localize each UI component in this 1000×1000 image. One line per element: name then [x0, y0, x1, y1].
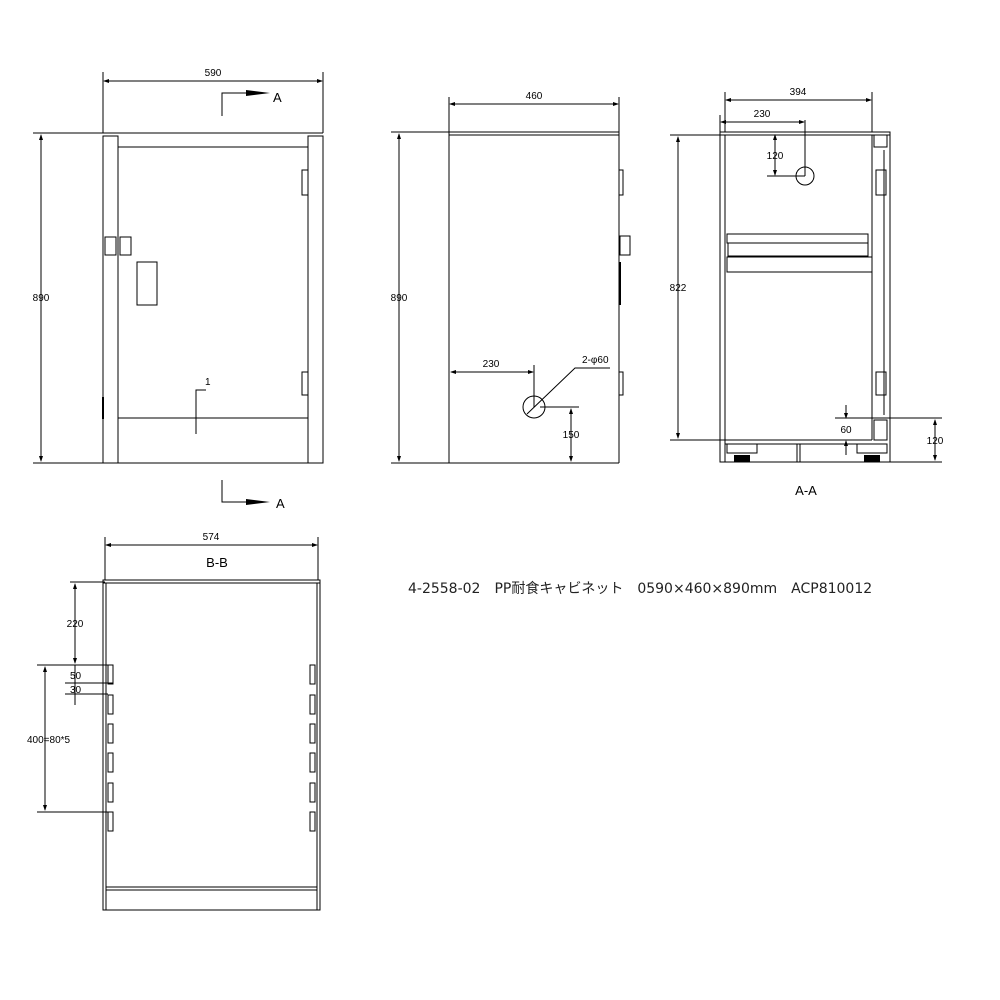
section-mark-bottom: A: [276, 496, 285, 511]
hole-top-text: 120: [767, 151, 784, 162]
shelf: [726, 233, 869, 244]
width-dim-text: 460: [526, 91, 543, 102]
inner-width-text: 394: [790, 87, 807, 98]
inner-height-text: 822: [670, 283, 687, 294]
width-dim-text: 590: [205, 68, 222, 79]
shelf-slot: [309, 811, 316, 832]
product-caption: 4-2558-02 PP耐食キャビネット 0590×460×890mm ACP8…: [408, 581, 873, 597]
shelf-slot: [309, 664, 316, 685]
slot-dim-text: 50: [70, 671, 82, 682]
section-title: A-A: [795, 483, 817, 498]
pitch-dim-text: 400=80*5: [27, 735, 71, 746]
right-post: [307, 135, 324, 464]
shelf-slot: [309, 723, 316, 744]
gap-dim-text: 30: [70, 685, 82, 696]
hole-label: 2-φ60: [582, 355, 609, 366]
shelf-slot: [107, 782, 114, 803]
shelf-slot: [107, 694, 114, 715]
height-dim-text: 890: [33, 293, 50, 304]
shelf-slots: [107, 664, 316, 832]
top-dim-text: 220: [67, 619, 84, 630]
hole-offset-text: 230: [754, 109, 771, 120]
shelf-slot: [107, 752, 114, 773]
section-title: B-B: [206, 555, 228, 570]
gap-dim-text: 1: [205, 377, 211, 388]
base-dim-text: 60: [840, 425, 852, 436]
section-a-a: 394 230 120 822 60 120 A-A: [670, 87, 944, 498]
hole-offset-text: 230: [483, 359, 500, 370]
height-dim-text: 890: [391, 293, 408, 304]
hole-height-text: 150: [563, 430, 580, 441]
width-dim-text: 574: [203, 532, 220, 543]
label-plate: [136, 261, 158, 306]
hinge: [301, 371, 309, 396]
section-mark-top: A: [273, 90, 282, 105]
hinge: [301, 169, 309, 196]
shelf-slot: [107, 723, 114, 744]
left-post: [102, 135, 119, 464]
shelf-slot: [107, 811, 114, 832]
shelf-slot: [309, 782, 316, 803]
section-b-b: 574 B-B 220 50 30 400=80*5: [27, 532, 321, 911]
front-view: 590 890 1 A A: [33, 68, 324, 511]
lock: [619, 235, 631, 256]
latch: [119, 236, 132, 256]
shelf-slot: [309, 694, 316, 715]
side-view: 460 890 230 2-φ60 150: [391, 91, 631, 464]
shelf-slot: [107, 664, 114, 685]
plinth-dim-text: 120: [927, 436, 944, 447]
latch: [104, 236, 117, 256]
shelf-slot: [309, 752, 316, 773]
